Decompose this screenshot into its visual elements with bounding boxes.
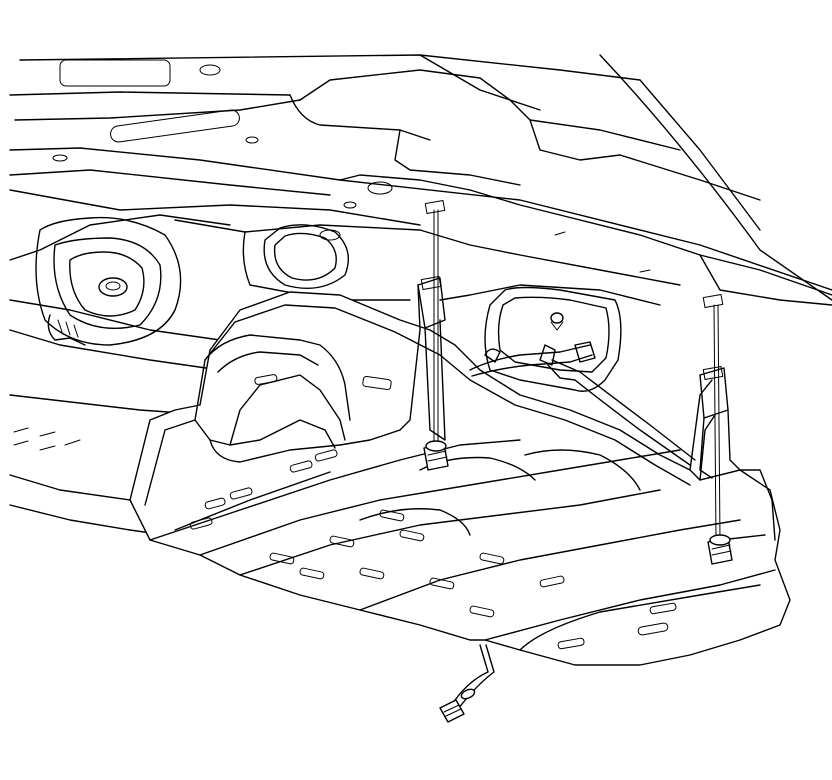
connector-icon [439,688,476,723]
spare-tire-well [35,216,349,346]
mounting-bracket-right [699,366,741,479]
heat-shield [129,291,791,666]
alignment-lines [424,200,724,541]
floor-crossmember [174,219,681,392]
bolt-icon-right [707,534,733,565]
bolt-icon [423,440,449,471]
shield-slots [189,374,677,650]
